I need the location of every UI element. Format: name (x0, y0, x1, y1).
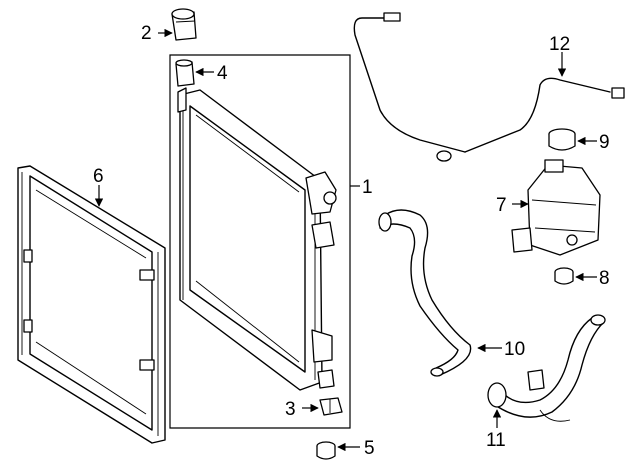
part-9-reservoir-cap (548, 128, 576, 151)
callout-8: 8 (599, 268, 610, 289)
callout-9: 9 (599, 132, 610, 153)
callout-2: 2 (141, 23, 152, 44)
callout-6: 6 (93, 166, 104, 187)
part-11-lower-hose (487, 314, 606, 422)
callout-7: 7 (496, 195, 507, 216)
callout-12: 12 (549, 34, 570, 55)
part-4-bushing (175, 59, 195, 87)
part-3-bracket (319, 397, 343, 416)
part-2-cap (171, 8, 197, 41)
leader-lines (94, 28, 597, 452)
callout-3: 3 (285, 399, 296, 420)
callout-5: 5 (364, 438, 375, 459)
part-8-grommet (554, 267, 574, 285)
part-12-hose (353, 12, 625, 162)
callout-labels: 2 4 1 6 3 5 12 9 7 8 10 11 (93, 23, 610, 459)
part-6-shroud (17, 165, 166, 444)
part-7-expansion-tank (511, 159, 601, 256)
callout-11: 11 (486, 430, 506, 451)
part-1-radiator (177, 87, 337, 391)
radiator-group-bracket (169, 54, 351, 429)
callout-1: 1 (362, 177, 373, 198)
part-10-upper-hose (378, 209, 472, 377)
callout-10: 10 (504, 339, 525, 360)
part-5-grommet (316, 441, 336, 460)
callout-4: 4 (217, 63, 228, 84)
